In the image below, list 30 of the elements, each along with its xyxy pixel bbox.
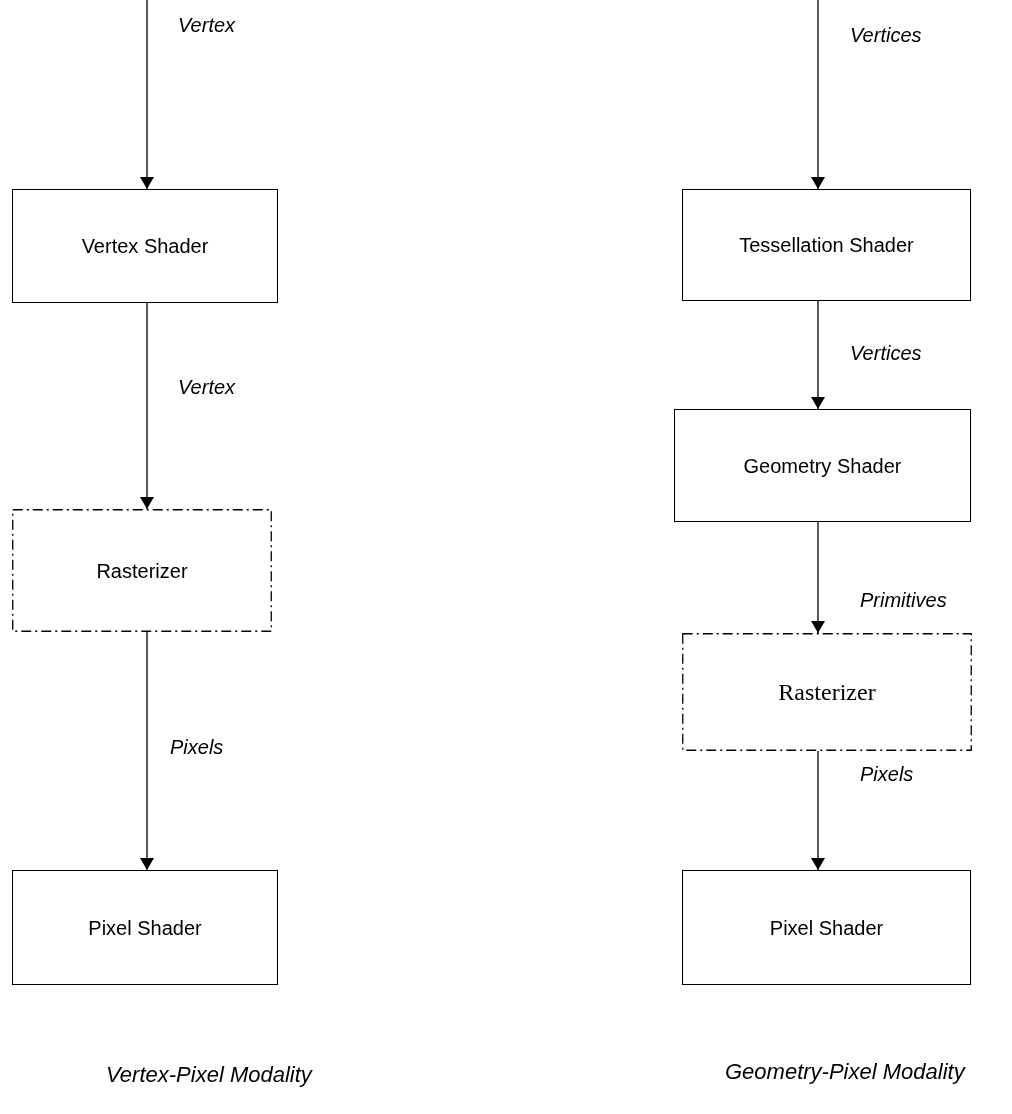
edge-label: Vertex: [178, 375, 236, 400]
edge-label: Primitives: [860, 588, 947, 613]
process-box: [682, 870, 971, 985]
arrow: [811, 750, 825, 871]
edge-label: Pixels: [170, 735, 224, 760]
edge-label: Vertices: [850, 341, 922, 366]
caption: Geometry-Pixel Modality: [725, 1058, 965, 1086]
dashed-box: [682, 633, 972, 751]
edge-label: Pixels: [860, 762, 914, 787]
process-box: [682, 189, 971, 301]
arrow: [140, 302, 154, 510]
box-label: Rasterizer: [96, 558, 188, 584]
dashed-box: [12, 509, 272, 632]
box-label: Tessellation Shader: [739, 233, 914, 258]
box-label: Vertex Shader: [81, 234, 209, 259]
caption: Vertex-Pixel Modality: [106, 1061, 312, 1089]
arrow: [811, 300, 825, 410]
box-label: Pixel Shader: [88, 915, 202, 941]
edge-label: Vertex: [178, 13, 236, 38]
box-label: Pixel Shader: [769, 915, 884, 941]
arrow: [140, 631, 154, 871]
box-label: Geometry Shader: [743, 453, 902, 479]
process-box: [674, 409, 971, 522]
arrow: [811, 0, 825, 190]
arrow: [140, 0, 154, 190]
process-box: [12, 189, 278, 303]
edge-label: Vertices: [850, 23, 922, 48]
arrow: [811, 521, 825, 634]
process-box: [12, 870, 278, 985]
box-label: Rasterizer: [778, 678, 876, 707]
